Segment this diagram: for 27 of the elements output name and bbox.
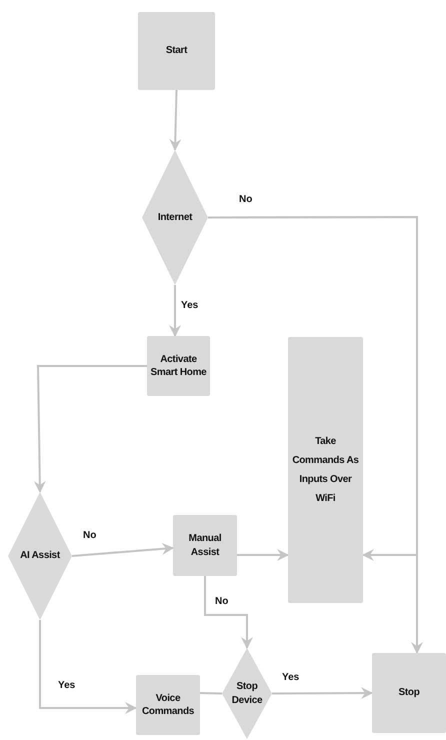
decision-diamond bbox=[222, 648, 272, 739]
node-text: AI Assist bbox=[19, 549, 61, 563]
process-box bbox=[147, 336, 210, 396]
arrow bbox=[272, 687, 373, 700]
connector-line bbox=[200, 692, 222, 694]
arrow bbox=[72, 542, 174, 557]
node-text: Internet bbox=[156, 210, 194, 224]
node-text: Activate Smart Home bbox=[150, 352, 208, 380]
node-text: Stop bbox=[397, 686, 421, 700]
arrow bbox=[39, 620, 137, 714]
node-text: Stop Device bbox=[230, 680, 264, 707]
process-box bbox=[173, 515, 237, 576]
decision-diamond bbox=[8, 492, 72, 620]
arrow bbox=[34, 365, 147, 493]
process-box bbox=[136, 675, 200, 735]
arrow bbox=[169, 285, 181, 337]
arrow bbox=[169, 90, 182, 151]
arrow bbox=[204, 576, 253, 649]
arrow bbox=[237, 549, 289, 561]
node-text: Manual Assist bbox=[188, 532, 222, 559]
process-box bbox=[138, 12, 215, 90]
node-text: Voice Commands bbox=[140, 692, 196, 718]
decision-diamond bbox=[142, 150, 208, 285]
node-text: Take Commands As Inputs Over WiFi bbox=[291, 435, 360, 506]
node-text: Start bbox=[164, 44, 188, 58]
process-box bbox=[372, 653, 446, 733]
process-box bbox=[288, 337, 363, 603]
